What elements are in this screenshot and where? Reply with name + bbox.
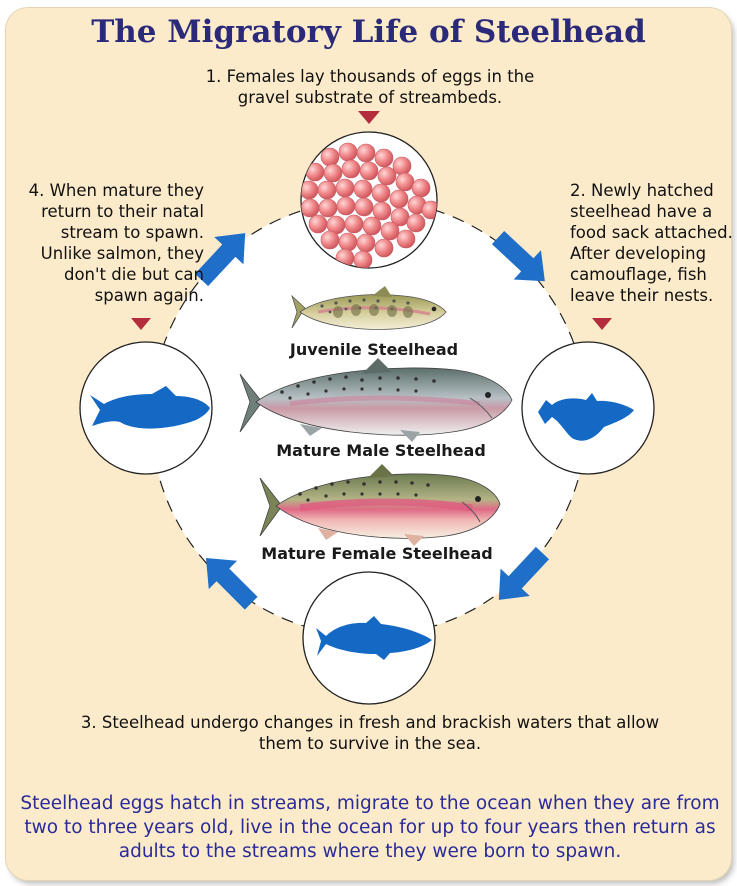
female-steelhead-label: Mature Female Steelhead — [227, 544, 527, 563]
hatchling-circle — [522, 342, 654, 474]
marker-icon — [358, 111, 380, 124]
step-4-text: 4. When mature they return to their nata… — [8, 180, 204, 306]
juvenile-steelhead-label: Juvenile Steelhead — [224, 340, 524, 359]
step-3-text: 3. Steelhead undergo changes in fresh an… — [60, 712, 680, 754]
adult-circle — [80, 342, 212, 474]
step-2-text: 2. Newly hatched steelhead have a food s… — [570, 180, 737, 306]
male-steelhead-label: Mature Male Steelhead — [231, 441, 531, 460]
marker-icon — [592, 318, 612, 330]
smolt-circle — [303, 572, 435, 704]
summary-text: Steelhead eggs hatch in streams, migrate… — [20, 792, 720, 864]
step-1-text: 1. Females lay thousands of eggs in the … — [180, 66, 560, 108]
marker-icon — [131, 318, 151, 330]
page-title: The Migratory Life of Steelhead — [0, 14, 737, 50]
